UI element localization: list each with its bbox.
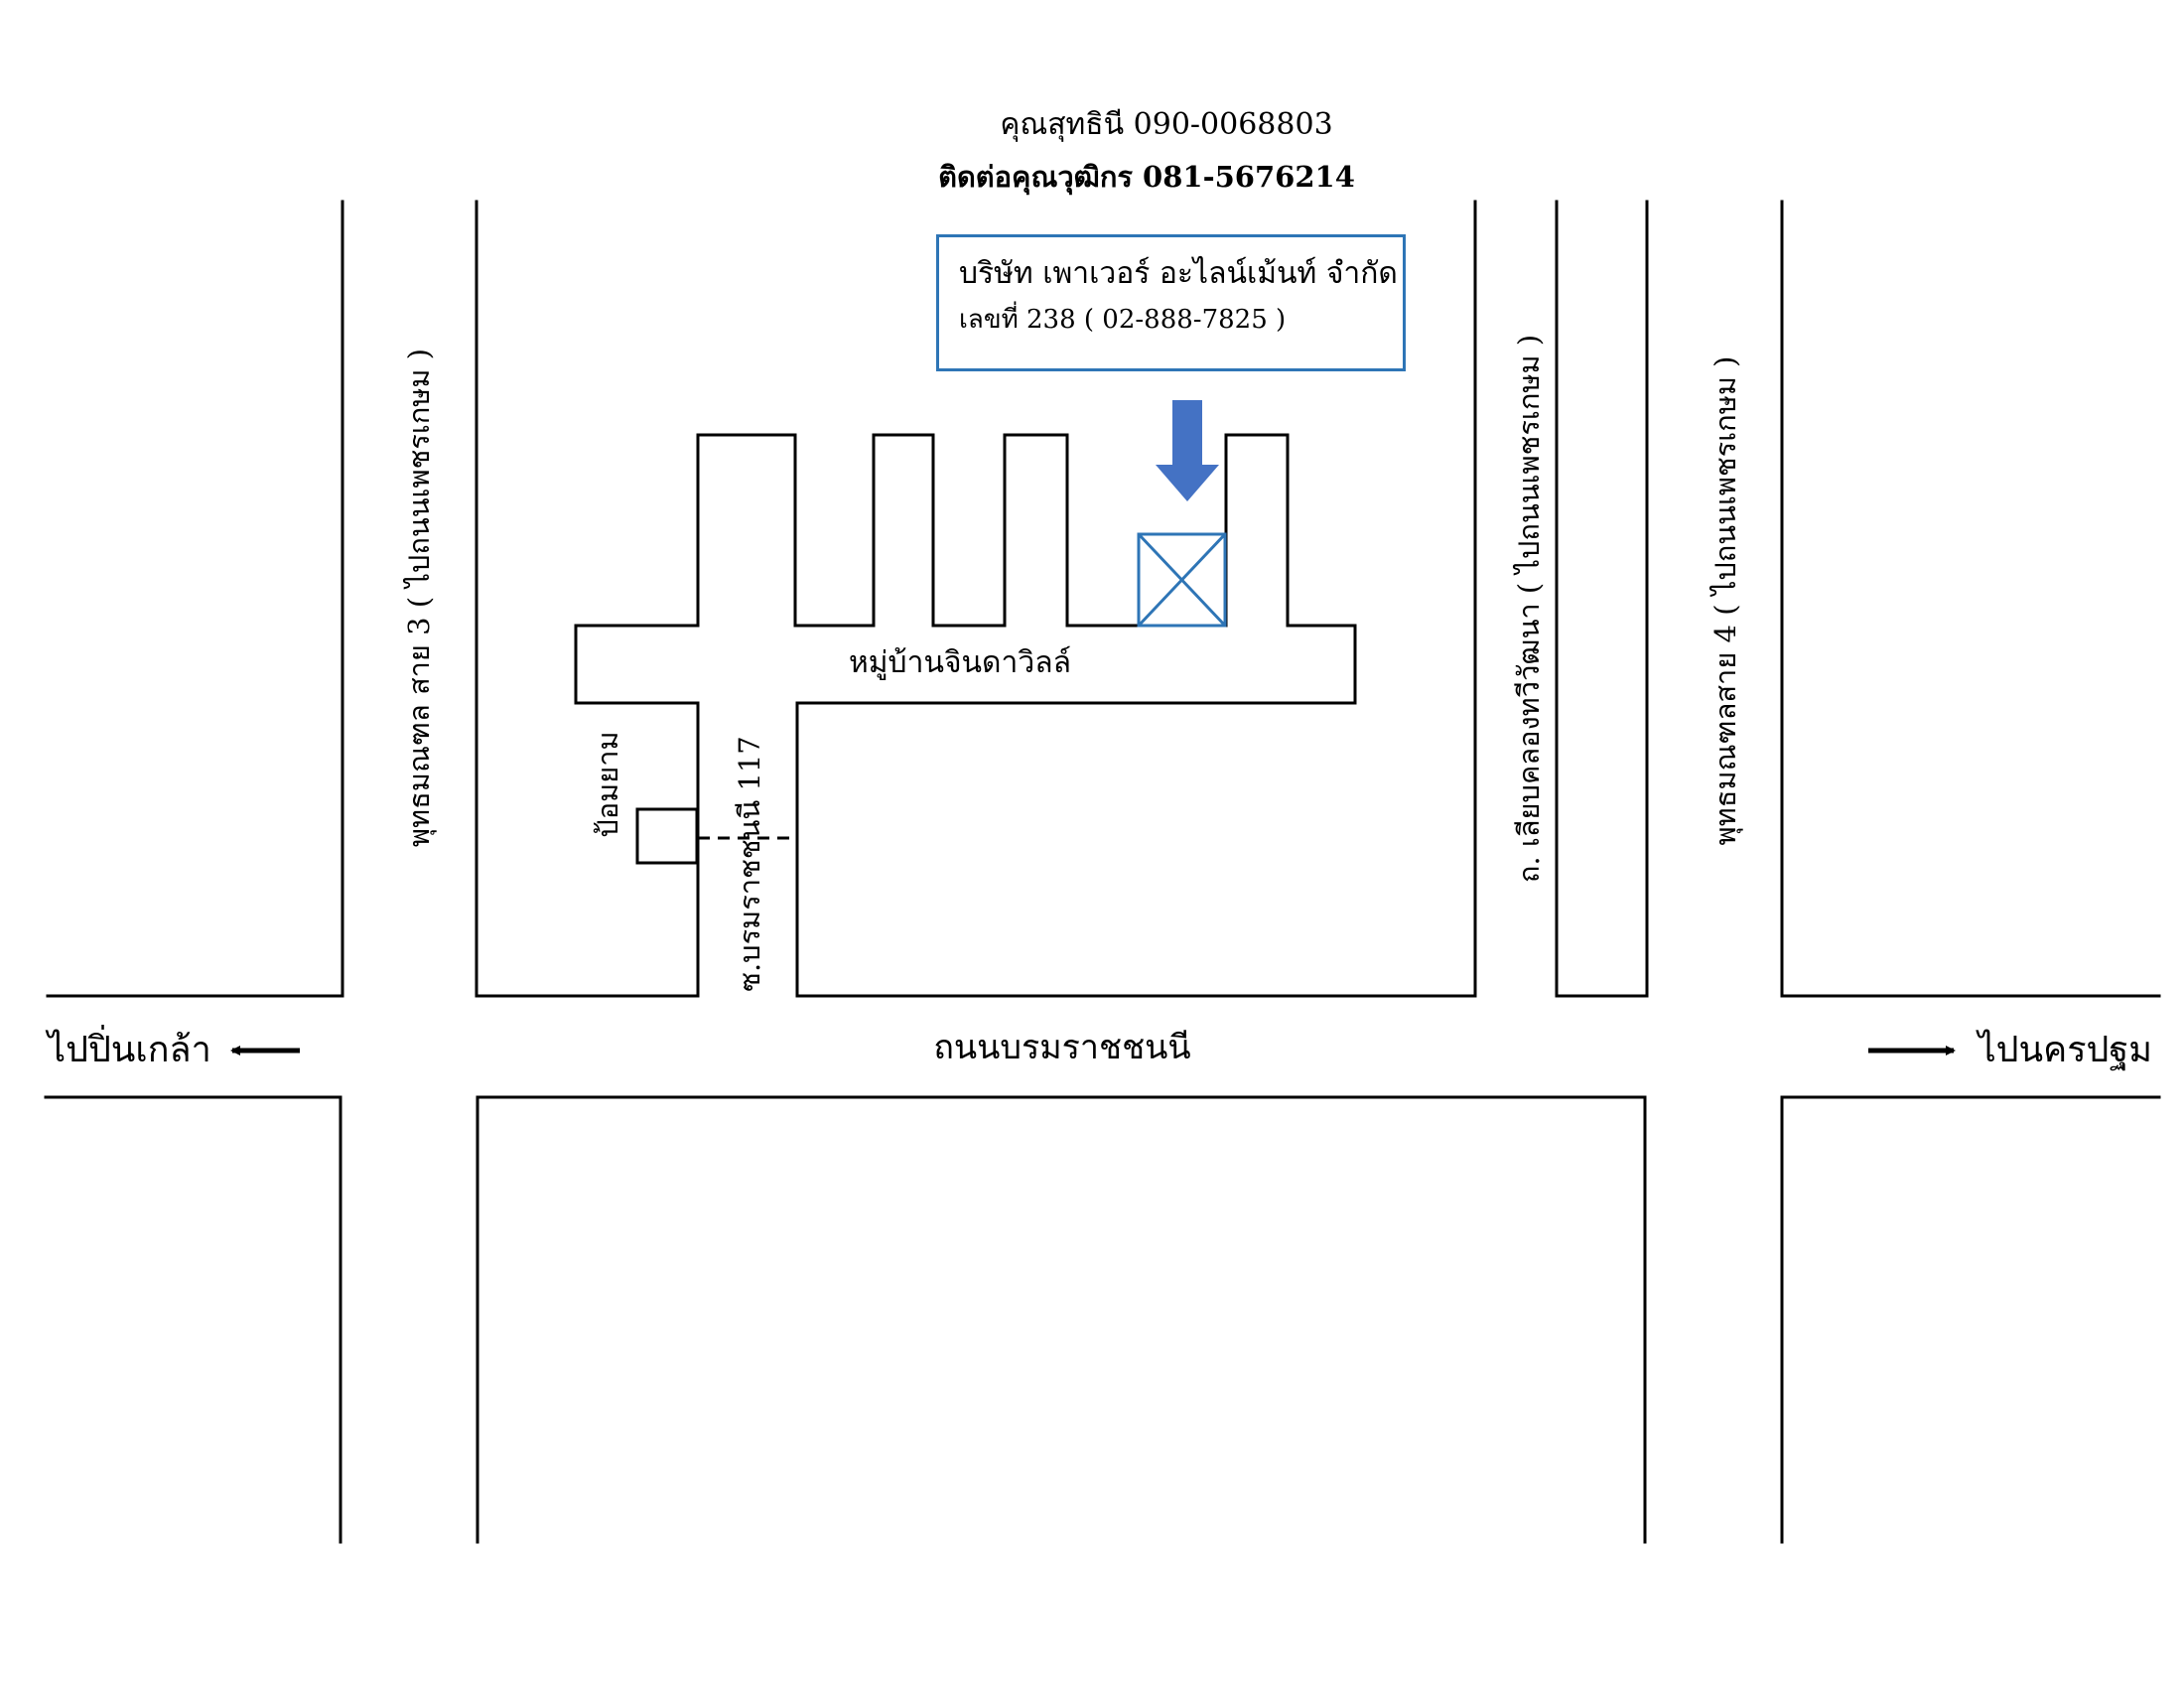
guard-post-label: ป้อมยาม [591, 731, 624, 837]
road-buddhamonthon4-label: พุทธมณฑลสาย 4 ( ไปถนนเพชรเกษม ) [1708, 356, 1743, 846]
company-name: บริษัท เพาเวอร์ อะไลน์เม้นท์ จำกัด [959, 256, 1398, 291]
village-street-outline [574, 433, 1357, 998]
crossed-box-icon [1137, 532, 1227, 628]
to-nakhon-pathom-label: ไปนครปฐม [1976, 1029, 2152, 1071]
main-road-lines [44, 994, 2161, 1099]
to-pinklao-label: ไปปิ่นเกล้า [45, 1025, 211, 1070]
soi-117-label: ซ.บรมราชชนนี 117 [733, 736, 766, 991]
road-liab-khlong-label: ถ. เลียบคลองทวีวัฒนา ( ไปถนนเพชรเกษม ) [1512, 335, 1546, 883]
main-road-label: ถนนบรมราชชนนี [933, 1028, 1190, 1067]
contact-line-2: ติดต่อคุณวุฒิกร 081-5676214 [938, 160, 1355, 194]
contact-line-1: คุณสุทธินี 090-0068803 [1000, 107, 1333, 142]
down-arrow-icon [1156, 400, 1219, 501]
company-info-box: บริษัท เพาเวอร์ อะไลน์เม้นท์ จำกัด เลขที… [936, 234, 1406, 371]
side-road-lines [339, 200, 1784, 1544]
company-address: เลขที่ 238 ( 02-888-7825 ) [959, 305, 1287, 335]
road-buddhamonthon3-label: พุทธมณฑล สาย 3 ( ไปถนนเพชรเกษม ) [402, 349, 437, 847]
village-label: หมู่บ้านจินดาวิลล์ [849, 645, 1071, 680]
guard-post-box [635, 807, 699, 865]
